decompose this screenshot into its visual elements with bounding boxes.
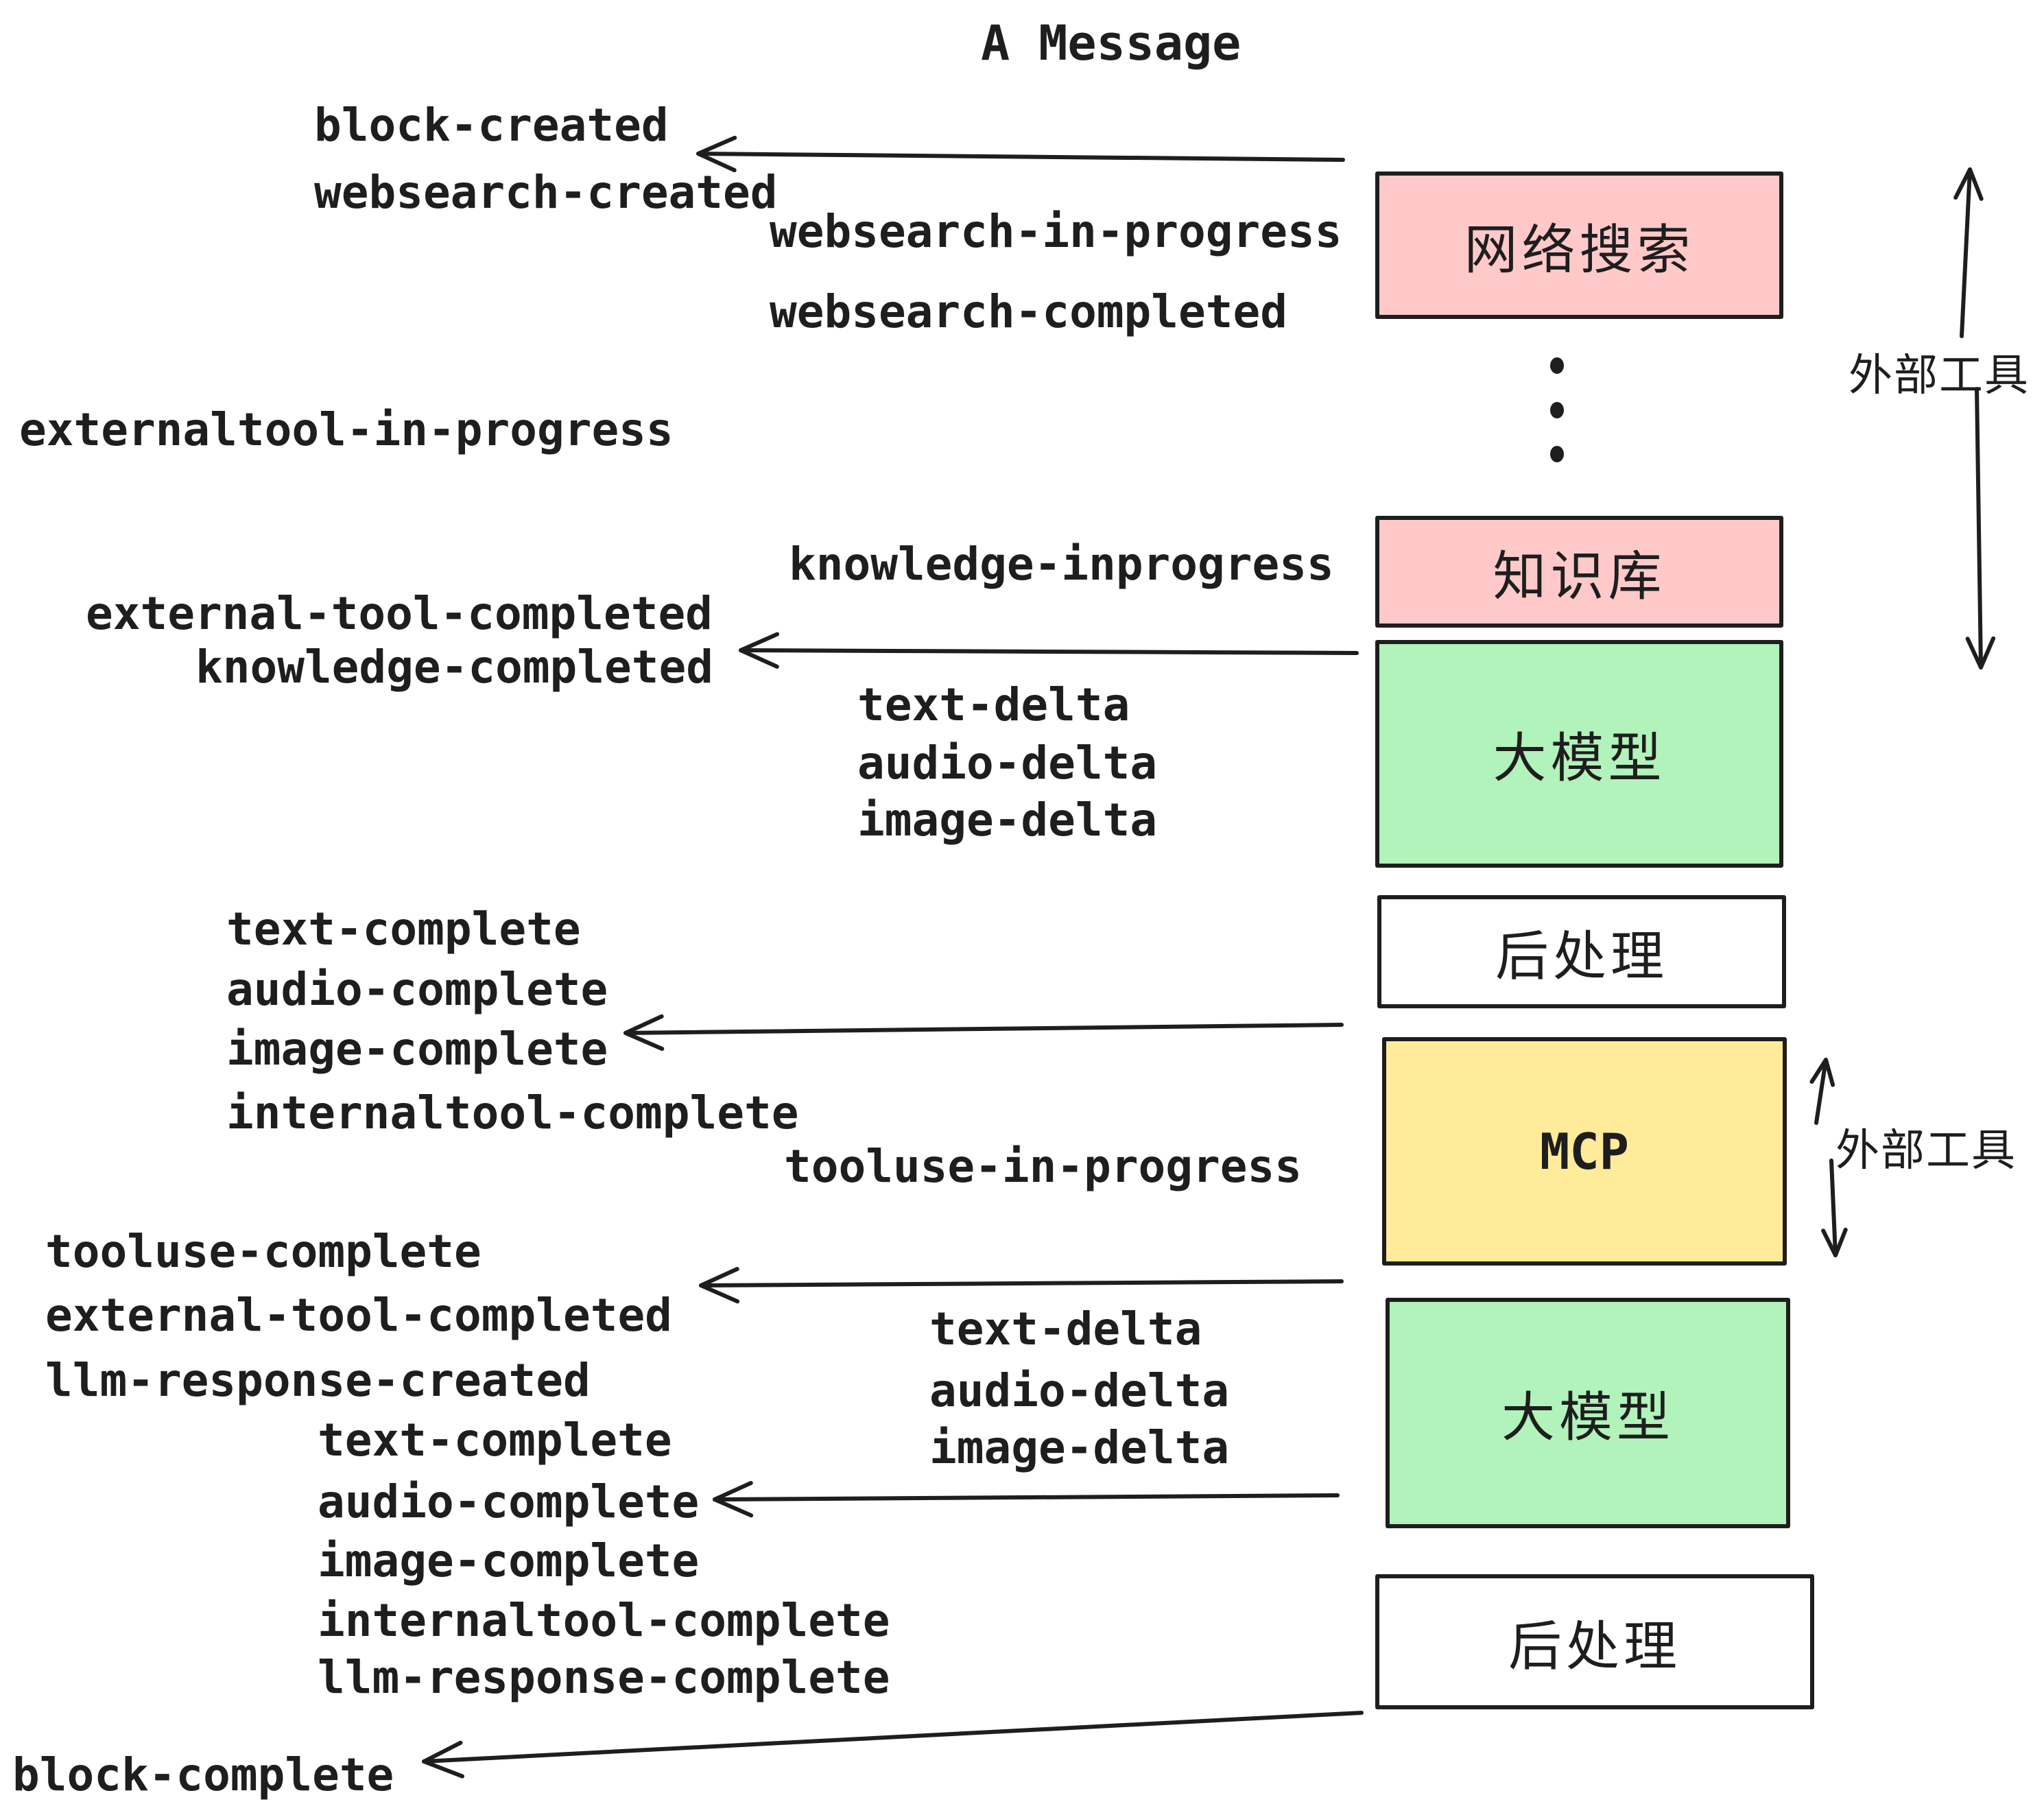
event-label: websearch-completed bbox=[770, 285, 1287, 338]
node-box-websearch: 网络搜索 bbox=[1375, 171, 1783, 319]
event-label: text-delta bbox=[929, 1303, 1202, 1355]
node-box-label: 大模型 bbox=[1493, 728, 1666, 790]
node-box-postprocess-2: 后处理 bbox=[1375, 1574, 1814, 1709]
arrow-to-knowledge-completed bbox=[739, 632, 1359, 669]
node-box-label: 知识库 bbox=[1493, 545, 1666, 608]
arrow-to-block-created bbox=[696, 135, 1345, 173]
event-label: text-complete bbox=[318, 1414, 672, 1467]
event-label: tooluse-complete bbox=[45, 1225, 482, 1278]
node-box-postprocess-1: 后处理 bbox=[1377, 895, 1786, 1008]
ellipsis-dot bbox=[1550, 446, 1564, 462]
event-label: llm-response-created bbox=[45, 1354, 591, 1407]
event-label: image-delta bbox=[857, 794, 1158, 846]
node-box-label: 大模型 bbox=[1501, 1387, 1674, 1449]
event-label: knowledge-inprogress bbox=[789, 538, 1334, 591]
arrow-external-tools-down-1 bbox=[1965, 387, 1996, 669]
arrow-external-tools-down-2 bbox=[1821, 1159, 1848, 1257]
event-label: tooluse-in-progress bbox=[784, 1140, 1302, 1193]
external-tools-label: 外部工具 bbox=[1849, 351, 2030, 401]
diagram-title: A Message bbox=[981, 15, 1241, 71]
event-label: image-complete bbox=[318, 1534, 700, 1587]
node-box-label: 后处理 bbox=[1508, 1615, 1681, 1678]
event-label: internaltool-complete bbox=[226, 1087, 799, 1139]
event-label: llm-response-complete bbox=[318, 1651, 890, 1704]
event-label: internaltool-complete bbox=[318, 1594, 890, 1647]
arrow-to-tooluse-complete bbox=[699, 1267, 1344, 1304]
event-label: block-complete bbox=[12, 1748, 394, 1801]
event-label: block-created bbox=[314, 99, 669, 152]
node-box-label: 网络搜索 bbox=[1464, 219, 1695, 281]
arrow-to-block-complete bbox=[422, 1711, 1364, 1779]
node-box-llm-2: 大模型 bbox=[1386, 1298, 1790, 1528]
node-box-mcp: MCP bbox=[1382, 1037, 1787, 1266]
arrow-external-tools-up-1 bbox=[1953, 167, 1984, 338]
node-box-knowledge: 知识库 bbox=[1375, 516, 1783, 628]
arrow-to-image-complete bbox=[623, 1014, 1344, 1052]
ellipsis-dot bbox=[1550, 402, 1564, 418]
external-tools-label: 外部工具 bbox=[1835, 1126, 2017, 1176]
event-label: audio-complete bbox=[226, 963, 608, 1016]
event-label: externaltool-in-progress bbox=[19, 403, 674, 456]
event-label: audio-complete bbox=[318, 1475, 700, 1528]
event-label: external-tool-completed bbox=[86, 587, 713, 640]
arrow-external-tools-up-2 bbox=[1809, 1058, 1835, 1125]
event-label: audio-delta bbox=[857, 737, 1158, 790]
arrow-to-audio-complete bbox=[713, 1481, 1340, 1518]
event-label: image-complete bbox=[226, 1023, 608, 1076]
node-box-llm-1: 大模型 bbox=[1375, 640, 1783, 868]
node-box-label: 后处理 bbox=[1495, 925, 1668, 988]
event-label: external-tool-completed bbox=[45, 1289, 672, 1342]
event-label: audio-delta bbox=[929, 1364, 1230, 1417]
event-label: websearch-in-progress bbox=[770, 205, 1342, 258]
event-label: image-delta bbox=[929, 1421, 1230, 1474]
node-box-label: MCP bbox=[1539, 1122, 1630, 1180]
event-label: knowledge-completed bbox=[195, 641, 713, 693]
event-label: text-delta bbox=[857, 678, 1130, 731]
ellipsis-dot bbox=[1550, 357, 1564, 374]
event-label: websearch-created bbox=[314, 166, 778, 219]
event-label: text-complete bbox=[226, 903, 581, 956]
